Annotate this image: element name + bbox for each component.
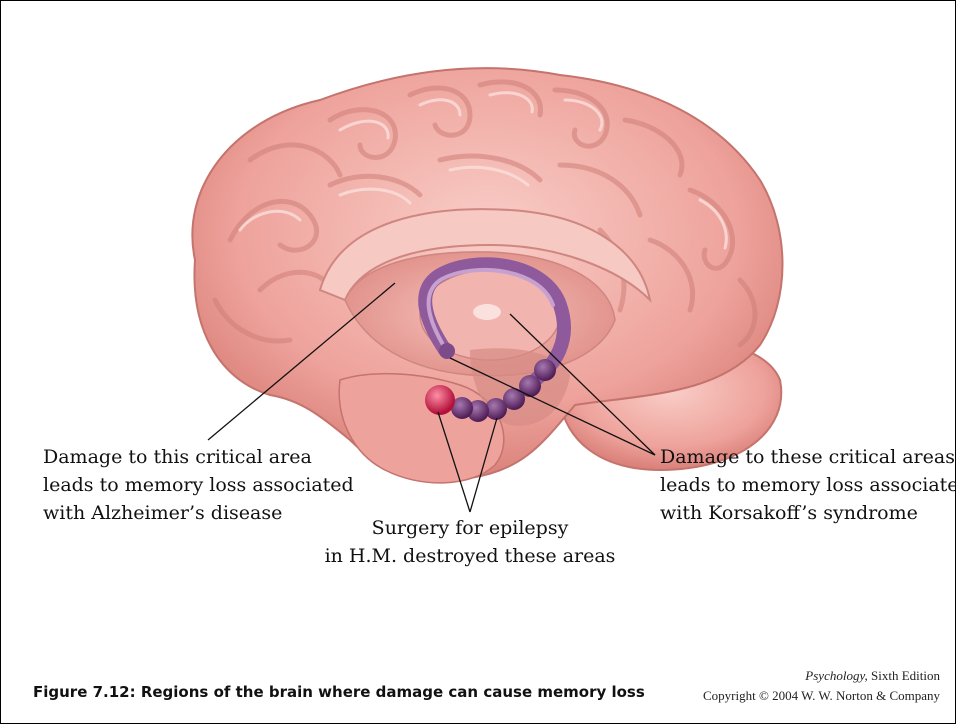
korsakoff-label-line3: with Korsakoff’s syndrome bbox=[660, 499, 956, 527]
alzheimers-label-line2: leads to memory loss associated bbox=[43, 471, 354, 499]
alzheimers-label-line1: Damage to this critical area bbox=[43, 443, 354, 471]
edition-text: Sixth Edition bbox=[868, 668, 940, 683]
hm-label-line1: Surgery for epilepsy bbox=[300, 514, 640, 542]
mammillary-area bbox=[473, 304, 501, 320]
korsakoff-label: Damage to these critical areas leads to … bbox=[660, 443, 956, 527]
korsakoff-label-line2: leads to memory loss associated bbox=[660, 471, 956, 499]
fornix-end bbox=[439, 343, 455, 359]
copyright-text: Copyright © 2004 W. W. Norton & Company bbox=[703, 686, 940, 706]
korsakoff-label-line1: Damage to these critical areas bbox=[660, 443, 956, 471]
book-title: Psychology, bbox=[805, 668, 867, 683]
book-edition: Psychology, Sixth Edition bbox=[703, 666, 940, 686]
amygdala bbox=[425, 385, 455, 415]
source-credit: Psychology, Sixth Edition Copyright © 20… bbox=[703, 666, 940, 706]
hm-surgery-label: Surgery for epilepsy in H.M. destroyed t… bbox=[300, 514, 640, 570]
figure-caption: Figure 7.12: Regions of the brain where … bbox=[33, 683, 645, 701]
hm-label-line2: in H.M. destroyed these areas bbox=[300, 542, 640, 570]
